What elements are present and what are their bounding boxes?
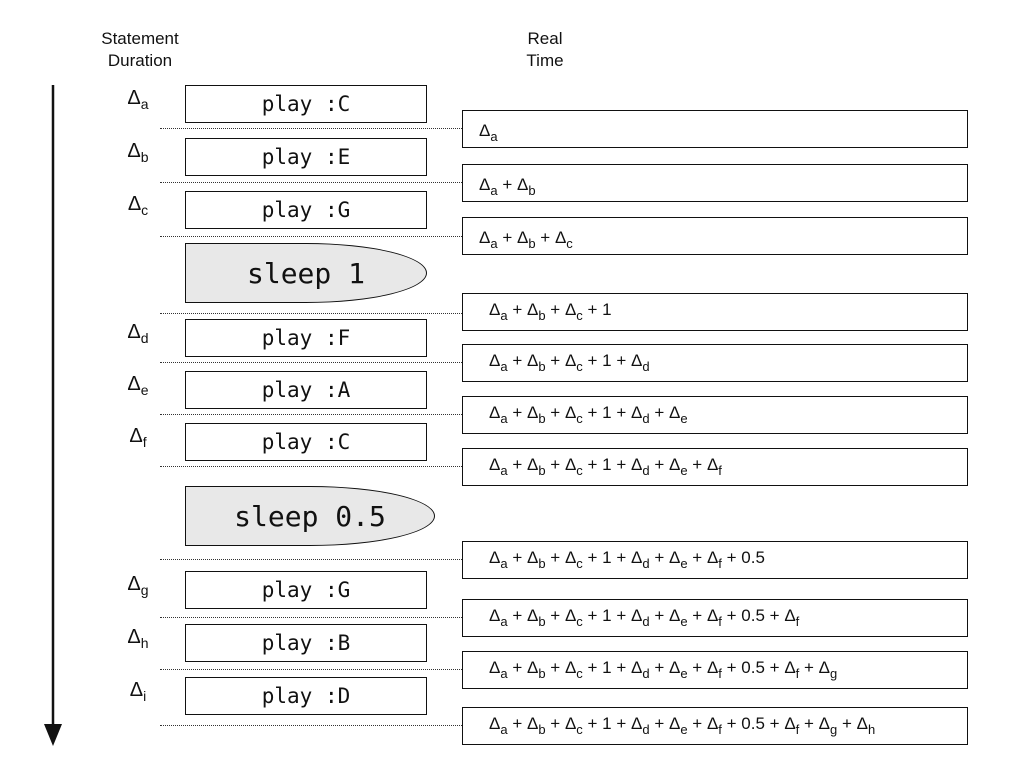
play-statement: play :G bbox=[185, 191, 427, 229]
duration-delta-label: Δf bbox=[129, 425, 147, 450]
play-statement: play :C bbox=[185, 423, 427, 461]
dotted-connector bbox=[160, 236, 462, 237]
real-time-box: Δa + Δb + Δc + 1 + Δd + Δe + Δf bbox=[462, 448, 968, 486]
real-time-expression: Δa bbox=[479, 121, 498, 144]
real-time-box: Δa + Δb + Δc + 1 + Δd + Δe bbox=[462, 396, 968, 434]
real-time-expression: Δa + Δb + Δc + 1 + Δd + Δe + Δf + 0.5 + … bbox=[489, 606, 800, 629]
dotted-connector bbox=[160, 466, 462, 467]
play-statement: play :G bbox=[185, 571, 427, 609]
real-time-expression: Δa + Δb + Δc + 1 + Δd + Δe + Δf + 0.5 bbox=[489, 548, 765, 571]
real-time-box: Δa + Δb + Δc + 1 + Δd + Δe + Δf + 0.5 + … bbox=[462, 599, 968, 637]
real-time-box: Δa + Δb + Δc + 1 bbox=[462, 293, 968, 331]
duration-delta-label: Δe bbox=[127, 373, 149, 398]
play-statement: play :E bbox=[185, 138, 427, 176]
real-time-box: Δa + Δb + Δc + 1 + Δd bbox=[462, 344, 968, 382]
sleep-statement: sleep 1 bbox=[185, 243, 427, 303]
real-time-box: Δa + Δb + Δc + 1 + Δd + Δe + Δf + 0.5 bbox=[462, 541, 968, 579]
dotted-connector bbox=[160, 313, 462, 314]
dotted-connector bbox=[160, 128, 462, 129]
real-time-expression: Δa + Δb + Δc + 1 + Δd + Δe + Δf bbox=[489, 455, 722, 478]
play-statement: play :B bbox=[185, 624, 427, 662]
duration-delta-label: Δb bbox=[127, 140, 149, 165]
duration-delta-label: Δa bbox=[127, 87, 149, 112]
play-statement: play :A bbox=[185, 371, 427, 409]
duration-delta-label: Δc bbox=[127, 193, 149, 218]
sleep-statement: sleep 0.5 bbox=[185, 486, 435, 546]
real-time-expression: Δa + Δb + Δc + 1 + Δd + Δe + Δf + 0.5 + … bbox=[489, 658, 838, 681]
duration-delta-label: Δd bbox=[127, 321, 149, 346]
dotted-connector bbox=[160, 362, 462, 363]
duration-delta-label: Δh bbox=[127, 626, 149, 651]
dotted-connector bbox=[160, 182, 462, 183]
real-time-box: Δa bbox=[462, 110, 968, 148]
real-time-expression: Δa + Δb + Δc bbox=[479, 228, 573, 251]
dotted-connector bbox=[160, 725, 462, 726]
real-time-expression: Δa + Δb + Δc + 1 + Δd bbox=[489, 351, 650, 374]
real-time-box: Δa + Δb + Δc bbox=[462, 217, 968, 255]
play-statement: play :F bbox=[185, 319, 427, 357]
real-time-expression: Δa + Δb + Δc + 1 bbox=[489, 300, 612, 323]
real-time-expression: Δa + Δb bbox=[479, 175, 536, 198]
dotted-connector bbox=[160, 617, 462, 618]
dotted-connector bbox=[160, 669, 462, 670]
duration-delta-label: Δi bbox=[129, 679, 147, 704]
real-time-expression: Δa + Δb + Δc + 1 + Δd + Δe + Δf + 0.5 + … bbox=[489, 714, 876, 737]
real-time-box: Δa + Δb + Δc + 1 + Δd + Δe + Δf + 0.5 + … bbox=[462, 651, 968, 689]
real-time-box: Δa + Δb bbox=[462, 164, 968, 202]
dotted-connector bbox=[160, 414, 462, 415]
real-time-expression: Δa + Δb + Δc + 1 + Δd + Δe bbox=[489, 403, 688, 426]
dotted-connector bbox=[160, 559, 462, 560]
play-statement: play :D bbox=[185, 677, 427, 715]
real-time-box: Δa + Δb + Δc + 1 + Δd + Δe + Δf + 0.5 + … bbox=[462, 707, 968, 745]
play-statement: play :C bbox=[185, 85, 427, 123]
duration-delta-label: Δg bbox=[127, 573, 149, 598]
